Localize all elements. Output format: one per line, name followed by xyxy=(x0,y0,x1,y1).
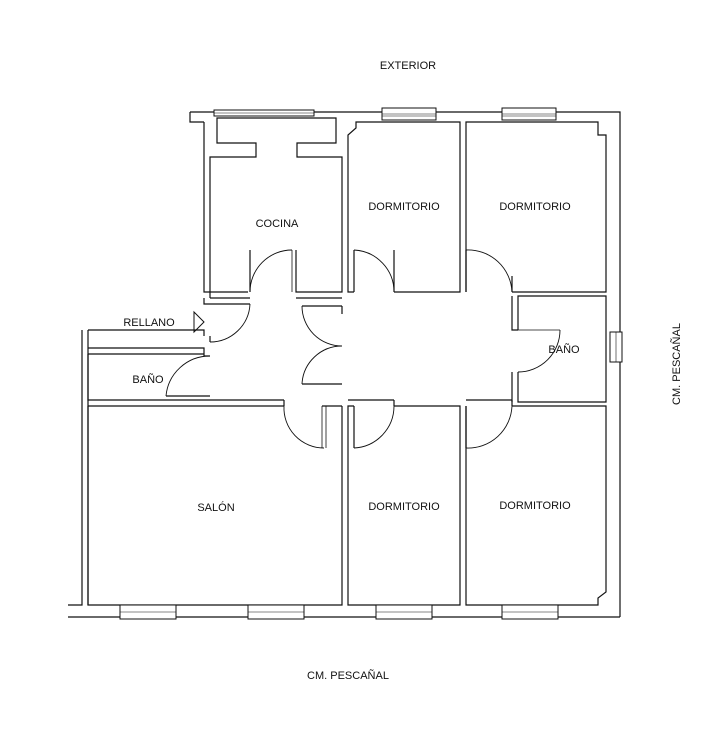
hallway-walls xyxy=(302,305,343,385)
bathroom-right-room xyxy=(511,295,607,403)
bedroom-top-center-label: DORMITORIO xyxy=(368,201,440,213)
bedroom-bottom-right-label: DORMITORIO xyxy=(499,500,571,512)
landing-label: RELLANO xyxy=(123,317,175,329)
living-room-label: SALÓN xyxy=(197,501,234,514)
bedroom-top-right-label: DORMITORIO xyxy=(499,201,571,213)
street-right-label: CM. PESCAÑAL xyxy=(670,323,683,405)
entrance-arrow-icon xyxy=(193,310,205,334)
exterior-label: EXTERIOR xyxy=(380,60,436,72)
bathroom-left-room xyxy=(87,298,250,401)
living-room xyxy=(87,399,343,606)
kitchen-room xyxy=(203,117,343,299)
bedroom-bottom-right-room xyxy=(465,399,607,606)
bathroom-left-label: BAÑO xyxy=(132,373,164,386)
bedroom-bottom-center-label: DORMITORIO xyxy=(368,501,440,513)
windows xyxy=(119,107,623,620)
street-bottom-label: CM. PESCAÑAL xyxy=(307,669,389,682)
bathroom-right-label: BAÑO xyxy=(548,343,580,356)
doors xyxy=(165,249,561,449)
kitchen-label: COCINA xyxy=(256,218,299,230)
outer-walls xyxy=(68,111,621,618)
